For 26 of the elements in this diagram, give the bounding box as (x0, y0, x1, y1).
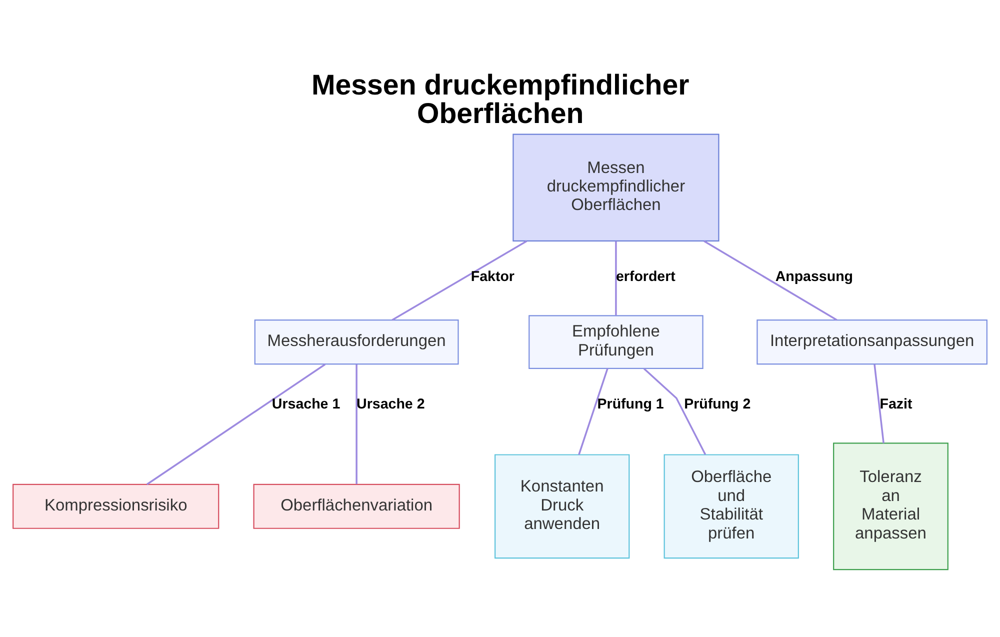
connector (392, 240, 528, 320)
node-box: Kompressionsrisiko (12, 483, 220, 528)
connector (146, 363, 326, 485)
edge-label: Prüfung 2 (684, 396, 751, 412)
edge-label: Prüfung 1 (597, 396, 664, 412)
node-box: Oberflächenvariation (253, 483, 460, 528)
edge-label: Ursache 2 (356, 396, 425, 412)
edge-label: erfordert (616, 268, 676, 284)
node-box: Konstanten Druck anwenden (494, 454, 630, 558)
edge-label: Anpassung (775, 268, 854, 284)
node-box: Oberfläche und Stabilität prüfen (664, 454, 799, 558)
connector (578, 368, 608, 454)
connector (704, 240, 838, 320)
connector (356, 364, 358, 484)
node-box: Messherausforderungen (254, 319, 459, 364)
node-box: Interpretationsanpassungen (756, 319, 988, 364)
node-box: Empfohlene Prüfungen (528, 314, 704, 368)
edge-label: Faktor (470, 268, 514, 284)
connector (874, 364, 884, 443)
edge-label: Ursache 1 (272, 396, 340, 412)
connector (643, 368, 706, 454)
node-box: Toleranz an Material anpassen (833, 442, 948, 570)
connector (615, 240, 617, 315)
node-box: Messen druckempfindlicher Oberflächen (512, 133, 720, 242)
edge-label: Fazit (880, 396, 912, 412)
diagram-title: Messen druckempfindlicher Oberflächen (312, 69, 690, 130)
